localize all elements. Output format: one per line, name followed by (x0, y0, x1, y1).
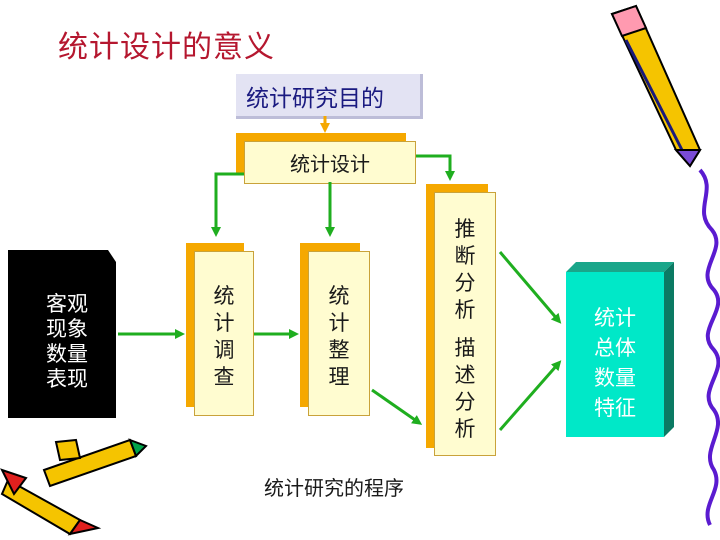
statistical-design-label: 统计设计 (290, 152, 370, 176)
inference-char: 分 (454, 271, 476, 295)
descriptive-char: 分 (454, 390, 476, 414)
result-box (566, 272, 664, 437)
inference-analysis-label: 推 断 分 析 (434, 216, 496, 324)
pencil-icon (610, 4, 702, 168)
diagram-caption: 统计研究的程序 (264, 476, 404, 500)
survey-char: 查 (213, 365, 235, 389)
inference-char: 析 (454, 298, 476, 322)
survey-char: 调 (213, 338, 235, 362)
arrow-arrange-analysis (371, 388, 423, 425)
survey-label: 统 计 调 查 (194, 283, 254, 391)
result-line: 数量 (594, 366, 636, 390)
survey-char: 计 (213, 311, 235, 335)
squiggle-decoration (698, 168, 720, 526)
result-line: 统计 (594, 306, 636, 330)
result-label: 统计 总体 数量 特征 (566, 303, 664, 423)
descriptive-char: 析 (454, 417, 476, 441)
arrange-box (308, 251, 370, 416)
result-line: 特征 (594, 396, 636, 420)
page-title: 统计设计的意义 (58, 30, 275, 65)
arrange-char: 理 (328, 365, 350, 389)
phenomenon-line: 现象 (46, 317, 88, 341)
phenomenon-line: 表现 (46, 367, 88, 391)
descriptive-char: 描 (454, 336, 476, 360)
phenomenon-line: 数量 (46, 342, 88, 366)
arrange-char: 计 (328, 311, 350, 335)
inference-char: 断 (454, 244, 476, 268)
inference-char: 推 (454, 217, 476, 241)
analysis-box (434, 192, 496, 456)
research-purpose-label: 统计研究目的 (246, 86, 384, 112)
phenomenon-line: 客观 (46, 292, 88, 316)
phenomenon-box (8, 250, 116, 418)
phenomenon-label: 客观 现象 数量 表现 (22, 292, 112, 392)
result-box-top (566, 262, 674, 272)
descriptive-analysis-label: 描 述 分 析 (434, 335, 496, 443)
arrow-descriptive-result (498, 360, 562, 431)
survey-box (194, 251, 254, 416)
crayons-icon (0, 438, 148, 536)
arrow-design-analysis (416, 154, 455, 181)
descriptive-char: 述 (454, 363, 476, 387)
arrow-inference-result (498, 251, 562, 324)
survey-char: 统 (213, 284, 235, 308)
arrow-design-survey (211, 172, 244, 237)
arrange-char: 整 (328, 338, 350, 362)
research-purpose-box (236, 74, 423, 119)
arrange-label: 统 计 整 理 (308, 283, 370, 391)
result-box-side (664, 262, 674, 437)
arrange-char: 统 (328, 284, 350, 308)
result-line: 总体 (594, 336, 636, 360)
